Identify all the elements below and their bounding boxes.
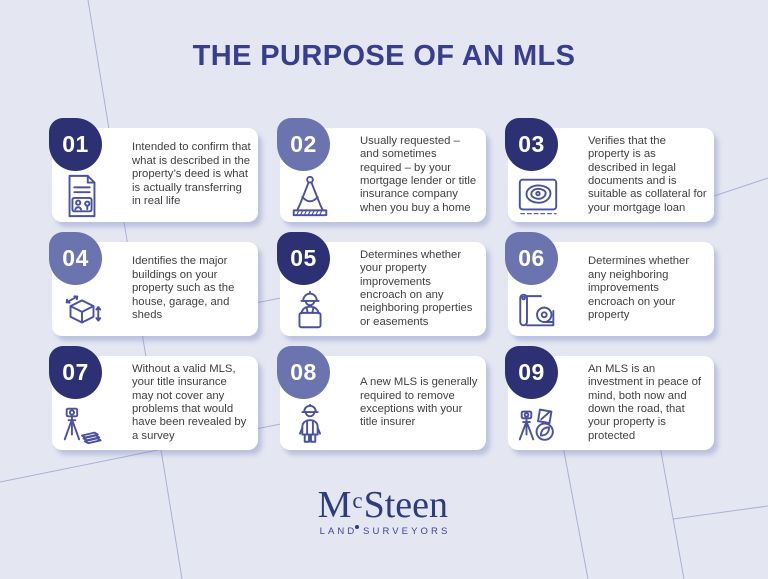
card-09: 09 An MLS is an investment in peace of m… [505,346,714,450]
card-text: Usually requested – and sometimes requir… [360,134,477,214]
card-text: Verifies that the property is as describ… [588,134,707,214]
compass-divider-icon [287,173,333,219]
card-number: 05 [290,245,317,271]
blueprint-tape-icon [515,287,561,333]
logo-wordmark: McSteen [318,482,451,524]
card-05: 05 Determines whether your property impr… [277,232,486,336]
mcsteen-logo: McSteen LAND SURVEYORS [318,482,451,537]
logo-part-rest: Steen [363,484,449,526]
card-07: 07 Without a valid MLS, your title insur… [49,346,258,450]
card-number: 01 [62,131,89,157]
logo-part-m: M [317,484,352,526]
card-text: Identifies the major buildings on your p… [132,255,235,322]
card-number-badge: 07 [49,346,102,399]
card-text: An MLS is an investment in peace of mind… [588,362,702,442]
card-06: 06 Determines whether any neighboring im… [505,232,714,336]
card-02: 02 Usually requested – and sometimes req… [277,118,486,222]
surveyor-worker-icon [287,287,333,333]
card-number-badge: 01 [49,118,102,171]
building-dimensions-icon [59,287,105,333]
card-number: 09 [518,359,545,385]
card-number: 08 [290,359,317,385]
footer: McSteen LAND SURVEYORS [0,482,768,539]
card-text: A new MLS is generally required to remov… [360,376,478,429]
cards-grid: 01 Intended to confirm that what is desc… [49,118,716,450]
card-number-badge: 05 [277,232,330,285]
card-number-badge: 08 [277,346,330,399]
card-text: Intended to confirm that what is describ… [132,141,251,208]
contour-map-icon [515,173,561,219]
card-number-badge: 04 [49,232,102,285]
logo-tagline: LAND SURVEYORS [319,526,451,537]
card-08: 08 A new MLS is generally required to re… [277,346,486,450]
card-number-badge: 09 [505,346,558,399]
card-number-badge: 02 [277,118,330,171]
deed-document-icon [59,173,105,219]
card-01: 01 Intended to confirm that what is desc… [49,118,258,222]
card-number-badge: 03 [505,118,558,171]
card-number: 02 [290,131,317,157]
card-number: 07 [62,359,89,385]
logo-part-c: c [352,482,362,520]
card-04: 04 Identifies the major buildings on you… [49,232,258,336]
theodolite-books-icon [59,401,105,447]
construction-worker-icon [287,401,333,447]
card-number: 06 [518,245,545,271]
card-number: 04 [62,245,89,271]
card-number: 03 [518,131,545,157]
card-number-badge: 06 [505,232,558,285]
card-text: Determines whether any neighboring impro… [588,255,690,322]
page-title: THE PURPOSE OF AN MLS [192,40,576,72]
theodolite-shield-icon [515,401,561,447]
card-text: Determines whether your property improve… [360,248,473,328]
card-03: 03 Verifies that the property is as desc… [505,118,714,222]
card-text: Without a valid MLS, your title insuranc… [132,362,247,442]
